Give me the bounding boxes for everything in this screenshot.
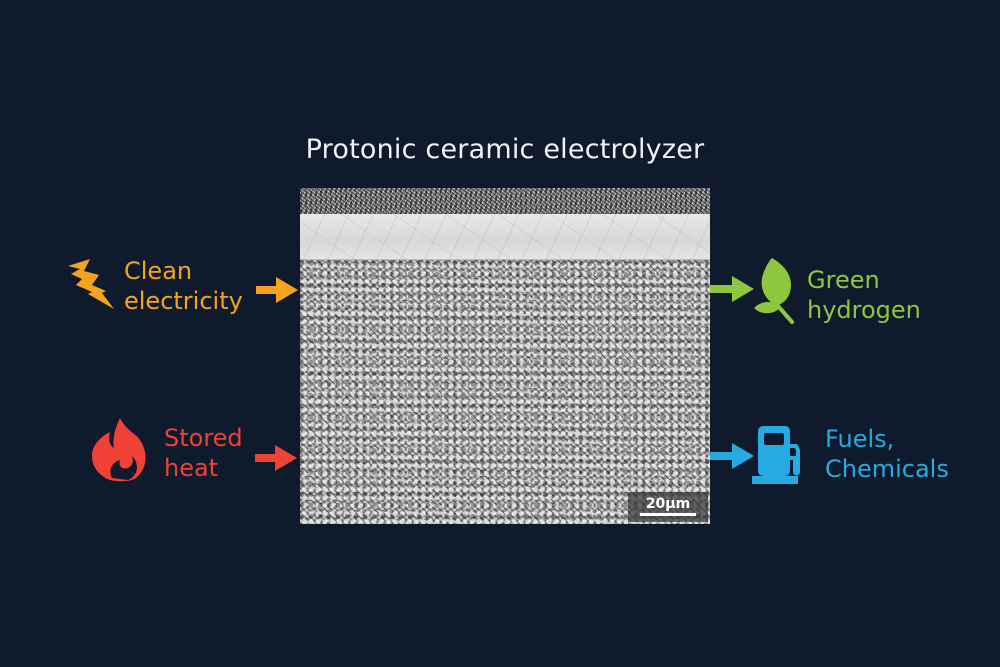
electrolyte-dense-layer bbox=[300, 214, 710, 261]
electrode-porous-layer bbox=[300, 260, 710, 524]
scale-bar: 20µm bbox=[628, 492, 708, 522]
arrow-right-icon bbox=[255, 445, 297, 471]
scale-bar-label: 20µm bbox=[645, 496, 691, 512]
electrode-top-layer bbox=[300, 188, 710, 214]
arrow-right-icon bbox=[256, 277, 298, 303]
leaf-icon bbox=[754, 258, 794, 324]
sem-micrograph: 20µm bbox=[300, 188, 710, 524]
diagram-title: Protonic ceramic electrolyzer bbox=[305, 134, 705, 165]
lightning-bolt-icon bbox=[68, 259, 114, 309]
input-label-stored-heat: Stored heat bbox=[164, 424, 243, 482]
arrow-right-icon bbox=[710, 443, 754, 469]
output-label-green-hydrogen: Green hydrogen bbox=[807, 266, 921, 324]
fuel-pump-icon bbox=[752, 426, 800, 484]
output-label-fuels-chemicals: Fuels, Chemicals bbox=[825, 425, 949, 483]
flame-icon bbox=[92, 418, 146, 482]
input-label-clean-electricity: Clean electricity bbox=[124, 257, 243, 315]
scale-bar-line bbox=[640, 513, 696, 516]
arrow-right-icon bbox=[710, 276, 754, 302]
